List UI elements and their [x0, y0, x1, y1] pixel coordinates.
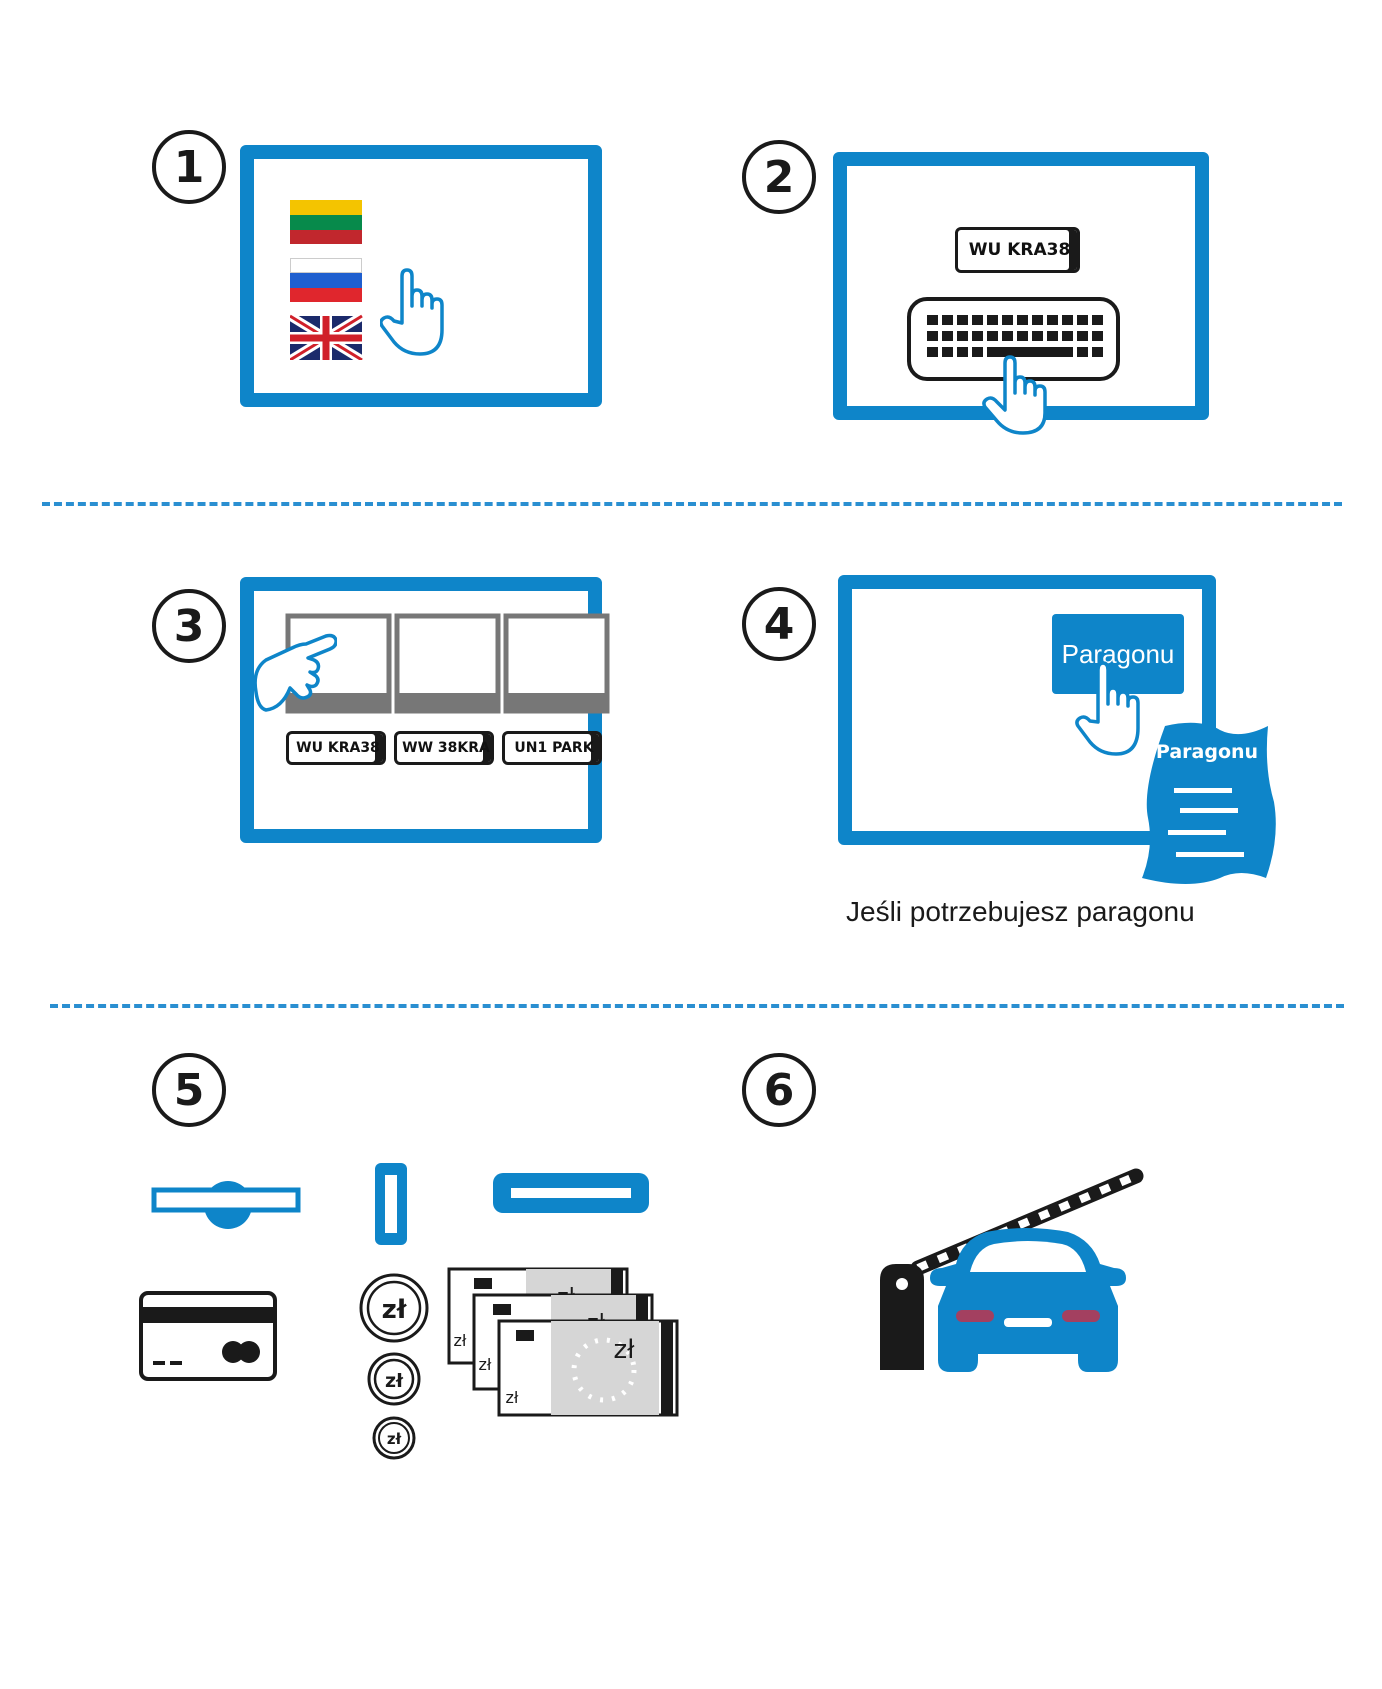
hand-pointer-icon: [982, 355, 1047, 435]
plate-option-3[interactable]: UN1 PARK: [502, 731, 602, 765]
plate-option-1[interactable]: WU KRA38: [286, 731, 386, 765]
step-number-label: 3: [173, 600, 205, 652]
plate-text: WU KRA38: [296, 740, 380, 756]
hand-pointer-icon: [253, 633, 337, 712]
step-number-label: 5: [173, 1064, 205, 1116]
license-plate: WU KRA38: [955, 227, 1080, 273]
plate-text: WU KRA38: [968, 240, 1071, 260]
step-number-4: 4: [742, 587, 816, 661]
hand-pointer-icon: [1075, 661, 1140, 756]
receipt-caption: Jeśli potrzebujesz paragonu: [846, 896, 1195, 927]
parking-barrier-icon: [880, 1168, 1144, 1370]
step-number-label: 2: [763, 151, 795, 203]
svg-text:zł: zł: [382, 1295, 408, 1325]
step-number-label: 1: [173, 141, 205, 193]
coin-slot-icon: [375, 1163, 407, 1245]
receipt-title: Paragonu: [1156, 741, 1258, 763]
flag-lithuania-icon[interactable]: [290, 200, 362, 244]
coin-icon: zł: [367, 1352, 421, 1406]
plate-text: UN1 PARK: [514, 740, 594, 756]
svg-text:zł: zł: [479, 1355, 492, 1374]
step-number-6: 6: [742, 1053, 816, 1127]
step-number-label: 4: [763, 598, 795, 650]
plate-option-2[interactable]: WW 38KRA: [394, 731, 494, 765]
svg-text:zł: zł: [506, 1388, 519, 1407]
coin-icon: zł: [372, 1416, 416, 1460]
svg-text:zł: zł: [385, 1370, 404, 1392]
svg-text:zł: zł: [387, 1430, 402, 1448]
section-divider: [42, 502, 1342, 506]
flag-uk-icon[interactable]: [290, 312, 365, 360]
keyboard-icon[interactable]: [905, 295, 1130, 435]
step-number-2: 2: [742, 140, 816, 214]
step-number-3: 3: [152, 589, 226, 663]
banknotes-group: zł zł zł zł zł: [447, 1267, 679, 1417]
step-number-label: 6: [763, 1064, 795, 1116]
parking-exit-illustration: [880, 1168, 1144, 1372]
language-flags: [290, 200, 365, 360]
step-number-5: 5: [152, 1053, 226, 1127]
svg-text:zł: zł: [454, 1331, 467, 1350]
plate-text: WW 38KRA: [402, 740, 490, 756]
receipt-button-label: Paragonu: [1061, 638, 1175, 669]
receipt-button[interactable]: Paragonu: [1052, 614, 1184, 694]
card-slot-icon: [151, 1181, 301, 1229]
step-number-1: 1: [152, 130, 226, 204]
banknote-icon: zł zł: [497, 1319, 679, 1417]
svg-text:zł: zł: [613, 1335, 635, 1365]
flag-russia-icon[interactable]: [290, 258, 362, 303]
coins-group: zł zł zł: [359, 1273, 429, 1460]
vehicle-photo-3[interactable]: [503, 613, 610, 714]
banknote-slot-icon: [493, 1173, 649, 1213]
coin-icon: zł: [359, 1273, 429, 1343]
section-divider: [50, 1004, 1344, 1008]
vehicle-photo-2[interactable]: [394, 613, 501, 714]
credit-card-icon[interactable]: [138, 1290, 278, 1382]
banknote-side-label: zł: [454, 1331, 467, 1350]
hand-pointer-icon: [380, 268, 444, 356]
receipt-icon: Paragonu: [1142, 722, 1276, 884]
car-icon: [930, 1228, 1126, 1372]
